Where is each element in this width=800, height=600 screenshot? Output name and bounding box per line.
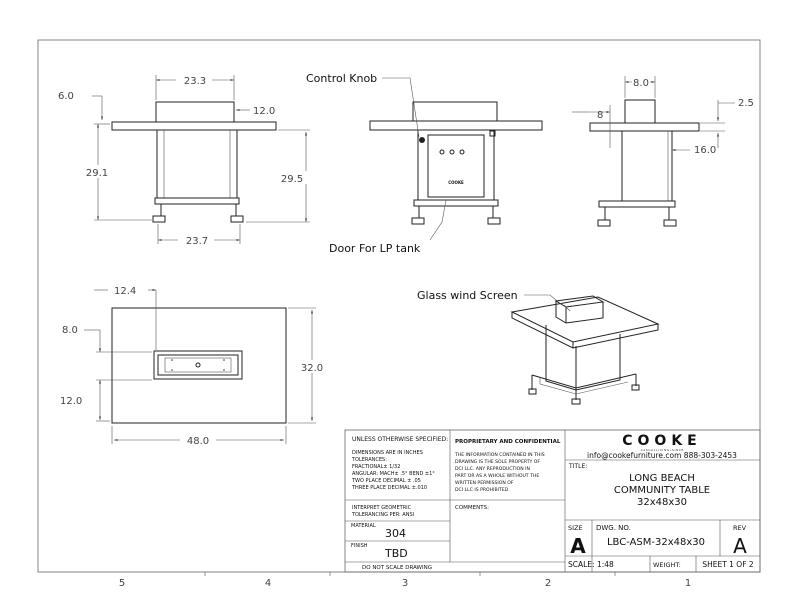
dim-front-top-offset: 12.0 bbox=[253, 106, 275, 117]
tb-sheet: SHEET 1 OF 2 bbox=[702, 560, 754, 569]
tb-geo-line: INTERPRET GEOMETRIC bbox=[352, 505, 412, 511]
callout-control-knob: Control Knob bbox=[306, 72, 377, 85]
tb-prop-line: DCI LLC IS PROHIBITED. bbox=[455, 487, 510, 493]
tb-material: 304 bbox=[385, 527, 406, 540]
dim-front-top-width: 23.3 bbox=[184, 76, 206, 87]
top-view bbox=[111, 307, 287, 424]
tb-title-line: LONG BEACH bbox=[629, 473, 695, 484]
tb-dwg-no: LBC-ASM-32x48x30 bbox=[607, 537, 705, 548]
tb-title-line: 32x48x30 bbox=[637, 497, 687, 508]
tb-tol-line: ANGULAR: MACH± .5° BEND ±1° bbox=[352, 471, 435, 477]
dim-front-height-left: 29.1 bbox=[86, 168, 108, 179]
tb-dwg-label: DWG. NO. bbox=[596, 524, 631, 532]
tb-rev: A bbox=[733, 534, 747, 558]
tb-unless: UNLESS OTHERWISE SPECIFIED: bbox=[352, 436, 448, 443]
dim-front-height-right: 29.5 bbox=[281, 174, 303, 185]
door-label: COOKE bbox=[448, 180, 464, 185]
dim-front-base-width: 23.7 bbox=[186, 236, 208, 247]
zone-number: 2 bbox=[545, 578, 551, 589]
zone-number: 5 bbox=[119, 578, 125, 589]
side-view bbox=[589, 99, 700, 227]
dim-top-length: 48.0 bbox=[187, 436, 209, 447]
front-view bbox=[111, 101, 277, 223]
title-block bbox=[344, 429, 761, 573]
tb-tol-line: FRACTIONAL± 1/32 bbox=[352, 464, 400, 470]
contact-info: info@cookefurniture.com 888-303-2453 bbox=[587, 451, 737, 460]
tb-comments: COMMENTS: bbox=[455, 505, 489, 511]
zone-number: 1 bbox=[685, 578, 691, 589]
tb-tol-line: TWO PLACE DECIMAL ± .05 bbox=[351, 478, 421, 484]
tb-scale: SCALE: 1:48 bbox=[568, 560, 614, 569]
tb-rev-label: REV bbox=[733, 524, 747, 532]
dim-top-offset-x: 12.4 bbox=[114, 286, 136, 297]
front-door-view: COOKE bbox=[369, 101, 543, 225]
tb-prop-line: PART OR AS A WHOLE WITHOUT THE bbox=[455, 473, 539, 479]
tb-tol-line: THREE PLACE DECIMAL ±.010 bbox=[351, 485, 427, 491]
tb-geo-line: TOLERANCING PER: ANSI bbox=[351, 512, 414, 518]
tb-size-label: SIZE bbox=[568, 524, 583, 532]
tb-no-scale: DO NOT SCALE DRAWING bbox=[362, 565, 432, 571]
tb-prop-line: DRAWING IS THE SOLE PROPERTY OF bbox=[455, 459, 540, 465]
tb-size: A bbox=[570, 534, 586, 558]
tb-prop-title: PROPRIETARY AND CONFIDENTIAL bbox=[455, 439, 561, 445]
dim-top-offset-y: 8.0 bbox=[62, 325, 78, 336]
tb-tol-line: DIMENSIONS ARE IN INCHES bbox=[352, 450, 423, 456]
tb-material-label: MATERIAL bbox=[351, 523, 376, 529]
tb-prop-line: WRITTEN PERMISSION OF bbox=[455, 480, 514, 486]
isometric-view bbox=[510, 295, 660, 405]
dim-side-top-width: 8.0 bbox=[633, 78, 649, 89]
tb-title-label: TITLE: bbox=[568, 463, 587, 470]
dim-top-offset-bottom: 12.0 bbox=[60, 396, 82, 407]
tb-finish: TBD bbox=[384, 547, 408, 560]
tb-tol-line: TOLERANCES: bbox=[351, 457, 387, 463]
tb-weight: WEIGHT: bbox=[653, 561, 681, 569]
cooke-logo-sub: C A S U A L L I V I N G • S I N C E bbox=[641, 448, 684, 452]
dim-top-width: 32.0 bbox=[301, 363, 323, 374]
tb-finish-label: FINISH bbox=[351, 543, 368, 549]
callout-door: Door For LP tank bbox=[329, 242, 421, 255]
zone-number: 4 bbox=[265, 578, 271, 589]
dim-front-top-thickness: 6.0 bbox=[58, 91, 74, 102]
tb-prop-line: DCI LLC. ANY REPRODUCTION IN bbox=[455, 466, 530, 472]
cooke-logo: COOKE bbox=[622, 433, 702, 449]
zone-number: 3 bbox=[402, 578, 408, 589]
dim-side-left: 8 bbox=[597, 110, 603, 121]
dim-side-depth: 16.0 bbox=[694, 145, 716, 156]
tb-title-line: COMMUNITY TABLE bbox=[614, 485, 710, 496]
tb-prop-line: THE INFORMATION CONTAINED IN THIS bbox=[454, 452, 545, 458]
dim-side-right: 2.5 bbox=[738, 98, 754, 109]
callout-glass: Glass wind Screen bbox=[417, 289, 518, 302]
